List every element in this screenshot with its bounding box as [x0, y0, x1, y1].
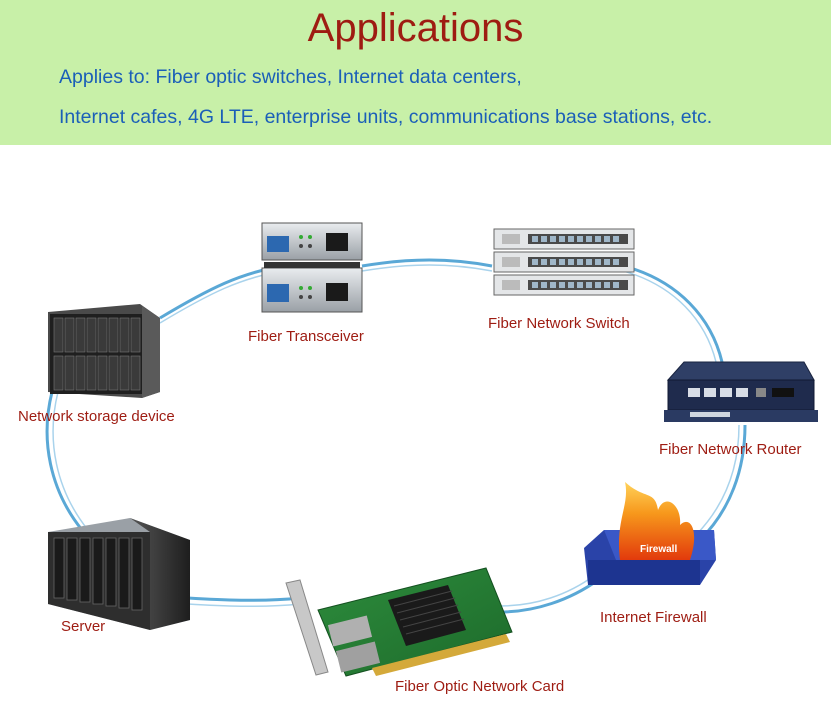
- device-label-network-storage-device: Network storage device: [18, 408, 175, 425]
- header-banner: Applications Applies to: Fiber optic swi…: [0, 0, 831, 145]
- device-label-fiber-transceiver: Fiber Transceiver: [248, 328, 364, 345]
- page-title: Applications: [307, 6, 524, 50]
- device-label-fiber-optic-network-card: Fiber Optic Network Card: [395, 678, 565, 695]
- storage-array-icon: [48, 304, 160, 398]
- network-switch-icon: [493, 228, 635, 296]
- firewall-icon: Firewall: [584, 482, 716, 585]
- server-rack-icon: [48, 518, 190, 630]
- firewall-box-text: Firewall: [640, 544, 677, 555]
- fiber-transceiver-icon: [261, 222, 363, 313]
- device-label-server: Server: [61, 618, 106, 635]
- device-label-fiber-network-router: Fiber Network Router: [659, 441, 802, 458]
- device-label-internet-firewall: Internet Firewall: [600, 609, 707, 626]
- router-icon: [664, 361, 818, 422]
- device-label-fiber-network-switch: Fiber Network Switch: [488, 315, 630, 332]
- network-card-icon: [285, 567, 513, 677]
- applications-description-line-1: Applies to: Fiber optic switches, Intern…: [59, 66, 522, 88]
- applications-description-line-2: Internet cafes, 4G LTE, enterprise units…: [59, 106, 713, 128]
- fiber-cable-ring: [45, 258, 747, 614]
